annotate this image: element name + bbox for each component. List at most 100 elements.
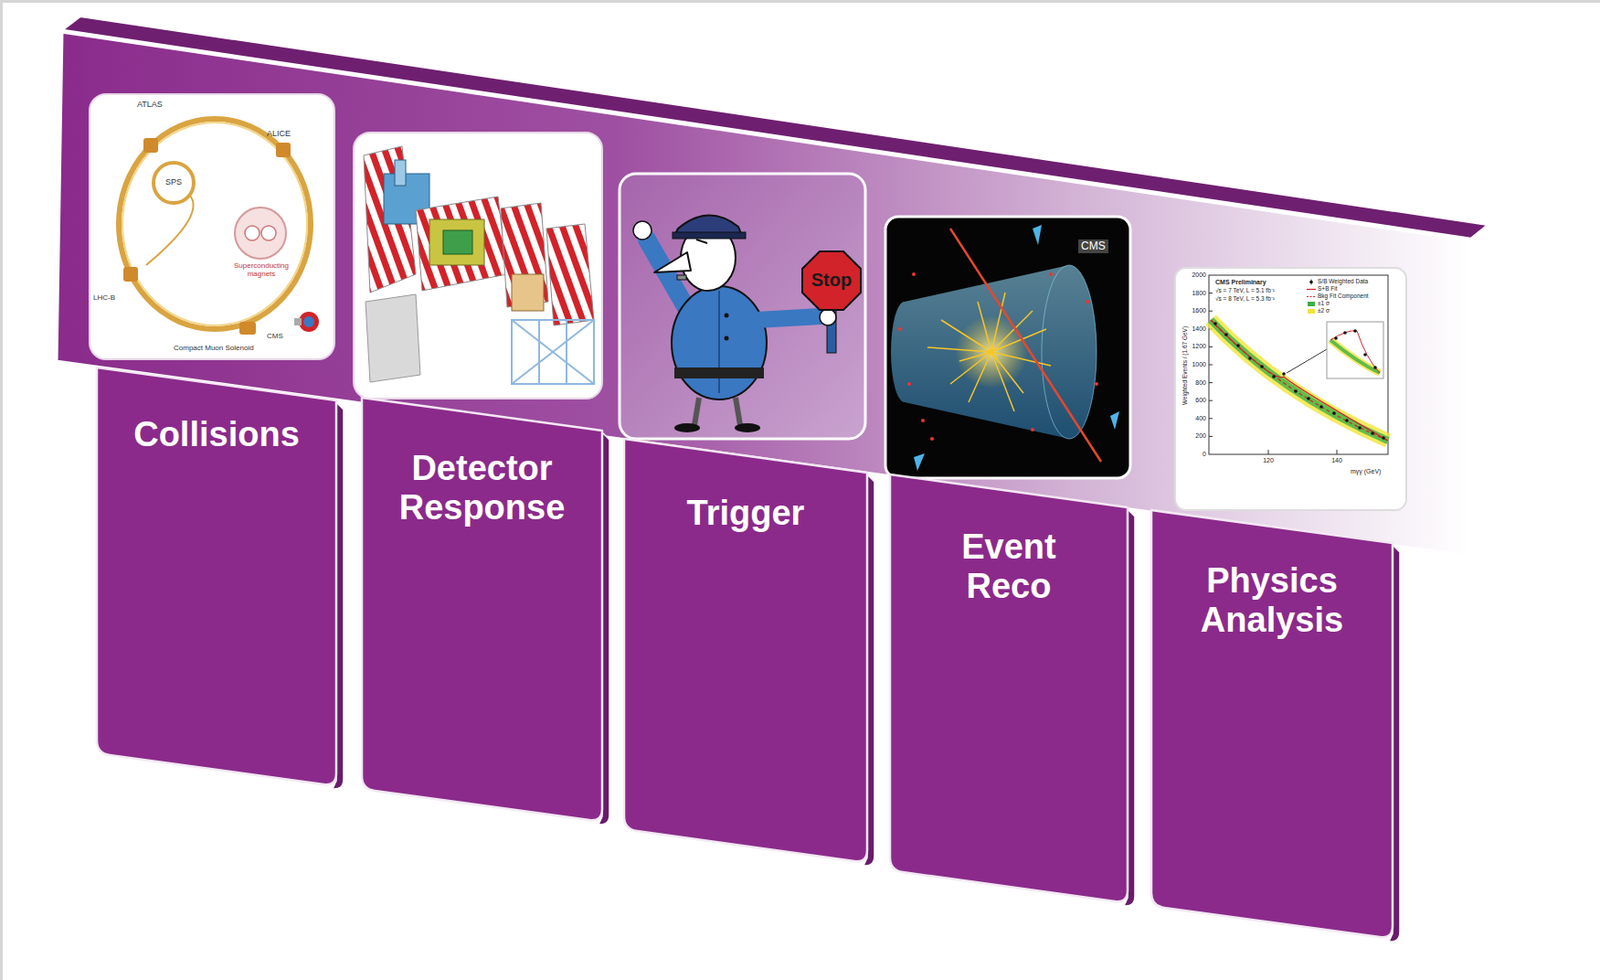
trigger-cartoon-part xyxy=(674,367,764,379)
tab-face xyxy=(361,397,603,820)
picture-label: CMS xyxy=(1078,239,1109,254)
trigger-cartoon xyxy=(619,173,866,439)
trigger-cartoon-part xyxy=(646,239,686,307)
detector-picture-part xyxy=(353,132,603,399)
picture-label: ALICE xyxy=(266,129,291,139)
mass-plot-part-part xyxy=(1208,293,1213,437)
mass-plot-part-part xyxy=(1332,411,1336,415)
trigger-cartoon-part xyxy=(671,286,767,400)
stage-tab: Event Reco xyxy=(890,474,1137,903)
picture-label: 1000 xyxy=(1187,360,1207,369)
picture-label: 400 xyxy=(1187,414,1207,423)
trigger-cartoon-part xyxy=(724,336,730,341)
trigger-cartoon-part xyxy=(633,221,652,240)
mass-plot-part xyxy=(1210,319,1389,441)
lhc-ring-picture-part xyxy=(89,94,335,360)
page-frame-part xyxy=(0,0,3,980)
mass-plot-part-part xyxy=(1248,356,1252,361)
mass-plot-part xyxy=(1334,328,1378,370)
lhc-ring-picture-part xyxy=(118,118,311,329)
mass-plot-part xyxy=(1210,319,1389,441)
stage-label: Detector Response xyxy=(372,448,593,527)
detector-picture-part xyxy=(429,219,485,265)
trigger-cartoon-part xyxy=(654,252,691,273)
legend-text: ±1 σ xyxy=(1317,300,1330,308)
picture-label: 1200 xyxy=(1187,342,1207,350)
event-display-part xyxy=(890,264,1097,439)
event-display-part-part xyxy=(1049,272,1053,276)
stage-label: Trigger xyxy=(635,493,856,533)
mass-plot-part xyxy=(1286,349,1327,373)
picture-label: √s = 7 TeV, L = 5.1 fb⁻¹ xyxy=(1215,286,1275,294)
lhc-ring-picture-part xyxy=(244,225,260,241)
tab-face xyxy=(1151,509,1393,937)
detector-picture xyxy=(353,132,603,399)
mass-plot-part xyxy=(1213,321,1386,440)
tab-face xyxy=(890,474,1128,901)
trigger-cartoon-part xyxy=(694,397,700,425)
stage-label: Event Reco xyxy=(940,527,1078,605)
lhc-ring-picture-part xyxy=(143,137,159,153)
picture-label: 600 xyxy=(1187,396,1207,404)
mass-plot-part-part xyxy=(1345,418,1349,423)
picture-label: mγγ (GeV) xyxy=(1350,467,1381,476)
mass-plot-part-part xyxy=(1373,365,1378,370)
event-display-part-part xyxy=(921,418,925,423)
trigger-cartoon-part xyxy=(735,397,741,425)
mass-plot-part-part xyxy=(1343,330,1347,335)
event-display-part-part xyxy=(1032,224,1042,245)
event-display-part-part xyxy=(911,272,916,276)
trigger-cartoon-part xyxy=(677,275,687,280)
lhc-ring-picture xyxy=(89,94,335,360)
legend-sample-bar xyxy=(1311,279,1313,286)
legend-text: Bkg Fit Component xyxy=(1317,293,1369,300)
mass-plot-part-part xyxy=(1268,449,1337,455)
event-display-part-part xyxy=(1030,427,1035,432)
lhc-ring-picture-part xyxy=(294,317,302,326)
stage-label: Physics Analysis xyxy=(1180,561,1364,639)
picture-label: LHC-B xyxy=(93,294,116,303)
mass-plot-part-part xyxy=(1381,435,1386,440)
mass-plot-part xyxy=(1330,330,1380,373)
mass-plot-part xyxy=(1208,275,1389,455)
event-display-part-part xyxy=(898,327,902,331)
lhc-ring-picture-part xyxy=(122,122,308,326)
event-display-part xyxy=(885,216,1131,478)
trigger-cartoon-part xyxy=(619,173,866,439)
stage-label: Collisions xyxy=(106,414,327,455)
lhc-ring-picture-part xyxy=(146,195,194,265)
picture-label: ATLAS xyxy=(137,100,163,110)
legend-sample xyxy=(1306,293,1316,300)
mass-plot-part-part xyxy=(1357,425,1362,430)
mass-plot-part-part xyxy=(1353,328,1357,333)
legend-sample-line xyxy=(1306,288,1316,290)
mass-plot-part-part xyxy=(1363,352,1367,357)
lhc-ring-picture-part xyxy=(261,225,276,241)
picture-label: 1800 xyxy=(1187,289,1207,297)
trigger-cartoon-part xyxy=(802,251,861,310)
event-display-part-part xyxy=(1085,299,1090,304)
lhc-ring-picture-part xyxy=(123,266,138,282)
event-display-part xyxy=(913,224,1120,471)
picture-label: 120 xyxy=(1257,456,1280,465)
mass-plot-part-part xyxy=(1282,371,1286,376)
mass-plot-part xyxy=(1326,321,1384,379)
trigger-cartoon-part xyxy=(756,316,821,320)
event-display xyxy=(885,216,1131,478)
lhc-ring-picture-part xyxy=(298,311,319,332)
picture-label: 2000 xyxy=(1187,271,1207,279)
event-display-part xyxy=(927,292,1051,412)
trigger-cartoon-part xyxy=(696,239,708,244)
event-display-part xyxy=(898,272,1099,441)
mass-plot-part-part xyxy=(1306,396,1311,401)
lhc-ring-picture-part xyxy=(275,142,291,158)
trigger-cartoon-part xyxy=(819,308,837,326)
trigger-cartoon-part xyxy=(734,423,761,433)
trigger-cartoon-part xyxy=(674,423,700,433)
picture-label: 800 xyxy=(1187,379,1207,387)
lhc-ring-picture-part xyxy=(153,162,194,203)
stage-tab: Collisions xyxy=(96,367,346,786)
page-frame-part xyxy=(0,0,1600,3)
mass-plot-part xyxy=(1210,319,1389,441)
mass-plot-part xyxy=(1210,319,1389,441)
